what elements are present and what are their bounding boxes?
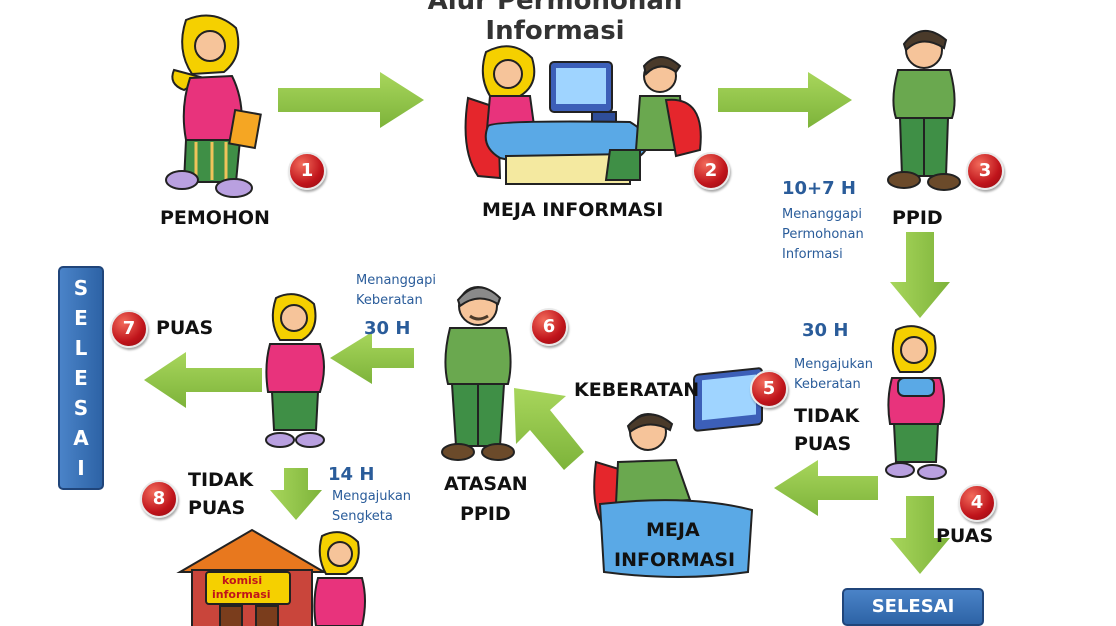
outcome-tidak-puas-5-1: TIDAK <box>794 405 860 427</box>
meja-informasi-bottom-figure <box>593 367 763 578</box>
outcome-tidak-puas-8-2: PUAS <box>188 497 246 519</box>
label-pemohon: PEMOHON <box>160 207 270 229</box>
note-step-5-2: Keberatan <box>794 377 861 392</box>
note-step-3-3: Informasi <box>782 247 843 262</box>
badge-step-5: 5 <box>750 370 788 408</box>
selesai-letter: L <box>74 336 88 360</box>
atasan-ppid-figure <box>441 286 515 461</box>
arrow-ppid-down <box>890 232 950 318</box>
arrow-pemohon-to-meja <box>278 72 424 128</box>
pemohon-woman-bottom-figure <box>313 531 366 626</box>
selesai-letter: I <box>77 456 85 480</box>
duration-step-8: 14 H <box>328 464 375 485</box>
selesai-letter: A <box>73 426 89 450</box>
label-meja-informasi-bottom-2: INFORMASI <box>614 549 736 571</box>
arrow-meja-to-ppid <box>718 72 852 128</box>
note-step-8-1: Mengajukan <box>332 489 412 504</box>
selesai-vertical-box: S E L E S A I <box>58 266 104 490</box>
label-atasan-ppid-1: ATASAN <box>444 473 528 495</box>
selesai-letter: E <box>74 366 88 390</box>
outcome-tidak-puas-5-2: PUAS <box>794 433 852 455</box>
diagram-title: Alur Permohonan Informasi <box>427 0 683 46</box>
note-step-3-1: Menanggapi <box>782 207 862 222</box>
note-step-6-2: Keberatan <box>356 293 423 308</box>
label-komisi-2: informasi <box>212 588 271 601</box>
pemohon-woman-right-figure <box>885 325 947 480</box>
badge-step-4: 4 <box>958 484 996 522</box>
outcome-puas-4: PUAS <box>936 525 994 547</box>
arrow-atasan-to-pemohon <box>330 332 414 384</box>
outcome-tidak-puas-8-1: TIDAK <box>188 469 254 491</box>
note-step-3-2: Permohonan <box>782 227 864 242</box>
outcome-puas-7: PUAS <box>156 317 214 339</box>
pemohon-woman-middle-figure <box>265 293 325 448</box>
badge-step-8: 8 <box>140 480 178 518</box>
duration-step-6: 30 H <box>364 318 411 339</box>
selesai-letter: S <box>73 276 89 300</box>
badge-step-3: 3 <box>966 152 1004 190</box>
arrow-to-meja-bottom <box>774 460 878 516</box>
meja-informasi-top-figure <box>464 45 702 185</box>
selesai-box: SELESAI <box>842 588 984 626</box>
arrow-to-komisi <box>270 468 322 520</box>
arrow-meja-to-atasan <box>514 388 584 470</box>
duration-step-5: 30 H <box>802 320 849 341</box>
badge-step-2: 2 <box>692 152 730 190</box>
selesai-letter: E <box>74 306 88 330</box>
komisi-informasi-building <box>176 528 328 626</box>
label-ppid: PPID <box>892 207 943 229</box>
badge-step-1: 1 <box>288 152 326 190</box>
selesai-letter: S <box>73 396 89 420</box>
note-step-8-2: Sengketa <box>332 509 393 524</box>
pemohon-woman-figure <box>165 14 262 198</box>
badge-step-7: 7 <box>110 310 148 348</box>
arrow-pemohon-to-selesai <box>144 352 262 408</box>
label-meja-informasi-bottom-1: MEJA <box>646 519 700 541</box>
label-keberatan: KEBERATAN <box>574 379 700 401</box>
label-komisi-1: komisi <box>222 574 263 587</box>
badge-step-6: 6 <box>530 308 568 346</box>
label-atasan-ppid-2: PPID <box>460 503 511 525</box>
label-meja-informasi-top: MEJA INFORMASI <box>482 199 664 221</box>
arrow-puas-down <box>890 496 950 574</box>
ppid-man-figure <box>887 30 961 191</box>
note-step-6-1: Menanggapi <box>356 273 436 288</box>
duration-step-3: 10+7 H <box>782 178 856 199</box>
note-step-5-1: Mengajukan <box>794 357 874 372</box>
